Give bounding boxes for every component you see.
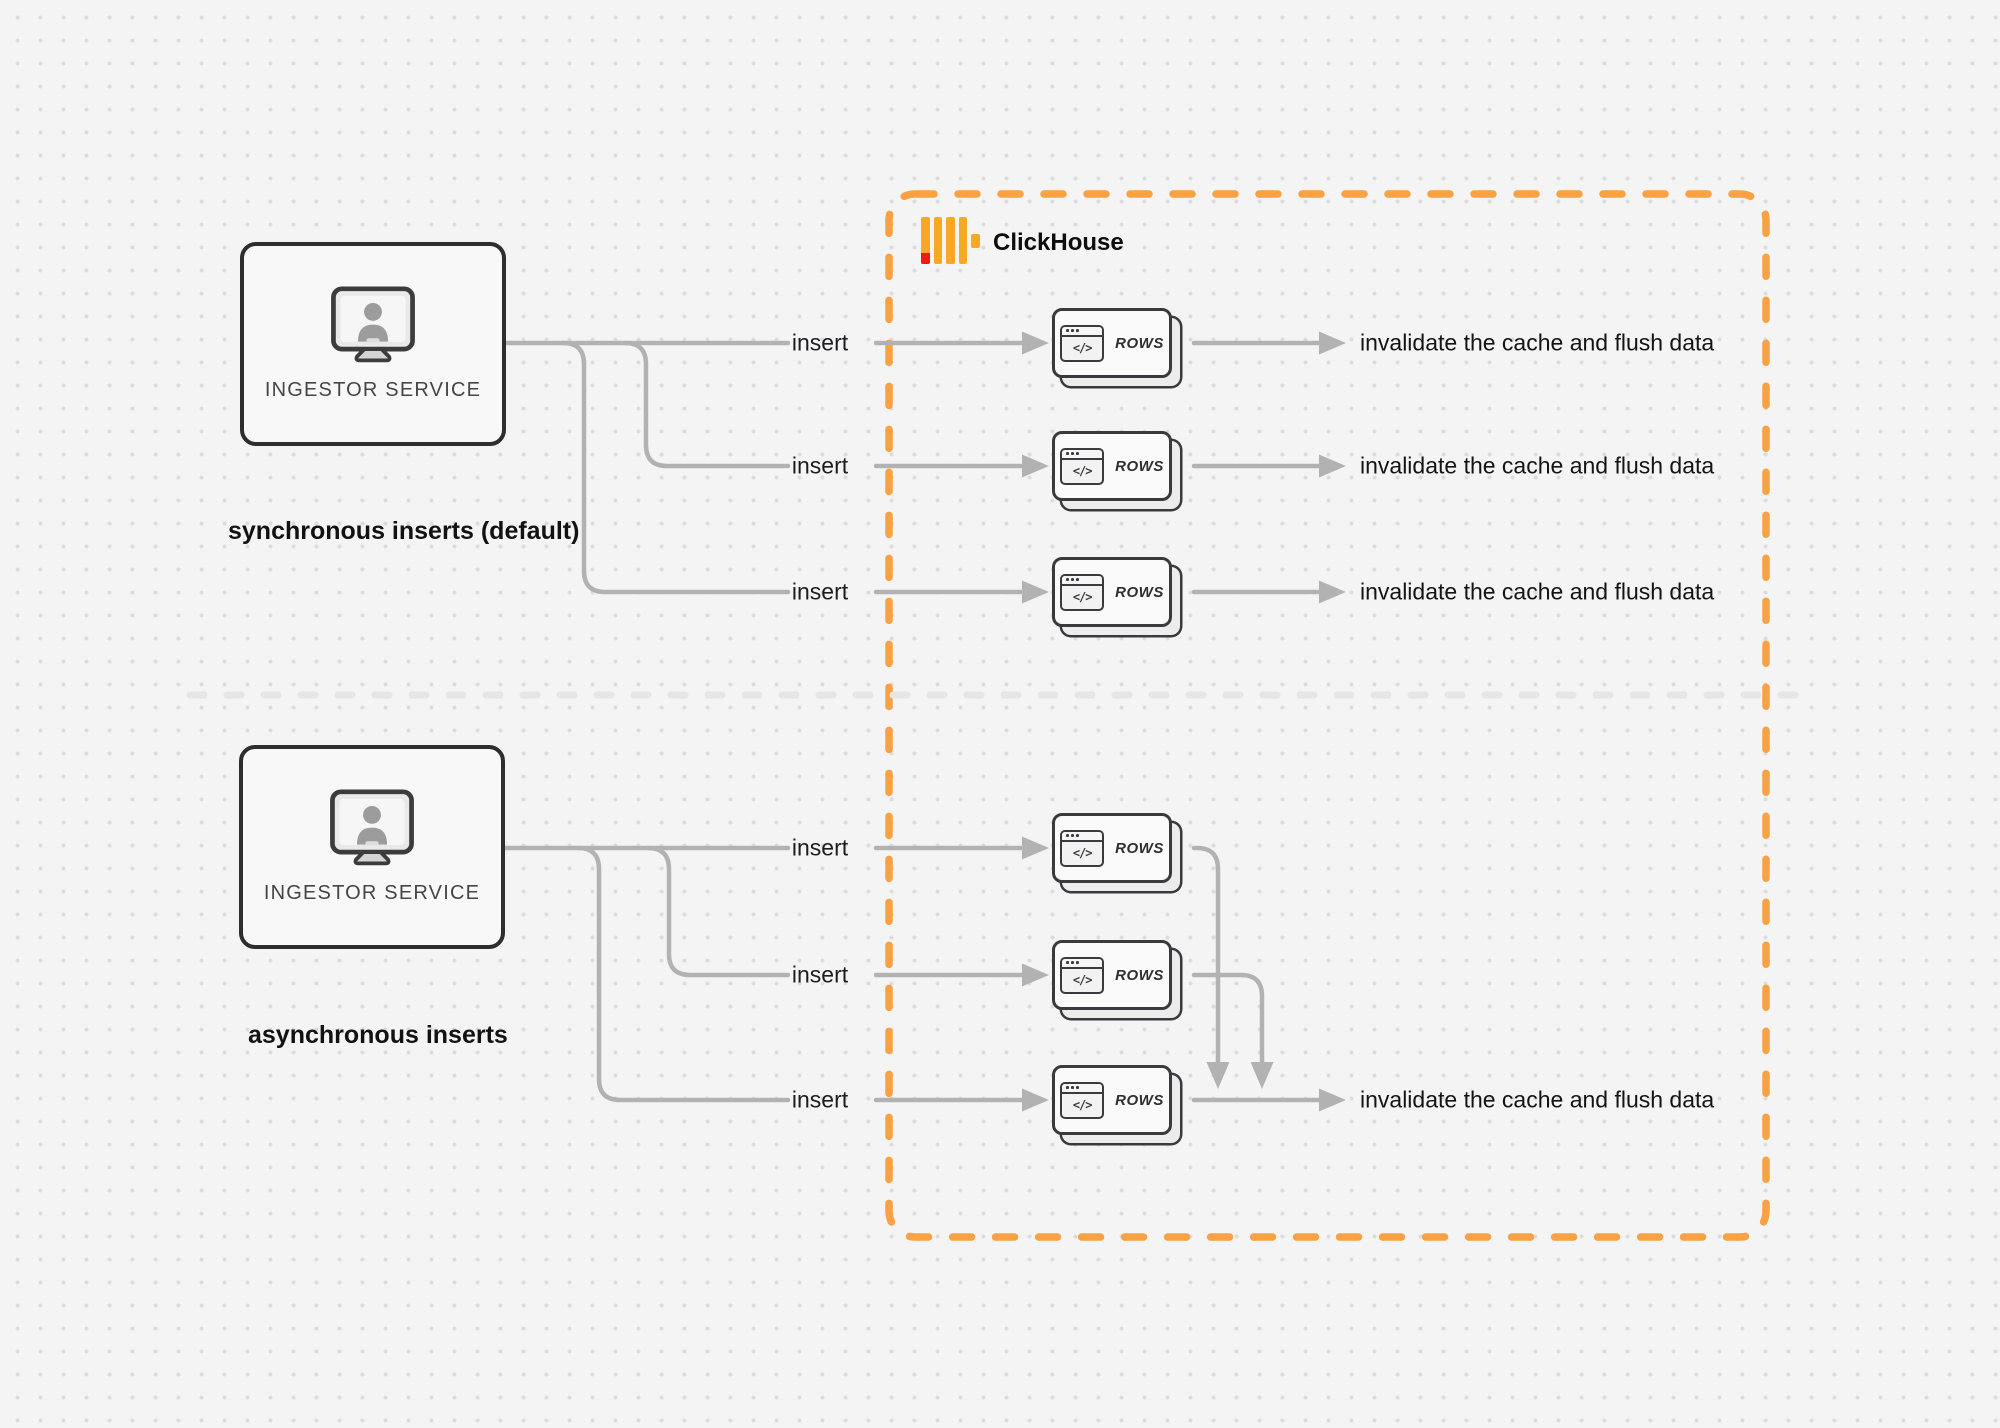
arrowhead-right-icon [1022, 331, 1049, 355]
window-dots-icon [1062, 575, 1103, 586]
insert-label: insert [791, 1086, 849, 1113]
window-dots-icon [1062, 831, 1103, 842]
window-dots-icon [1062, 1083, 1103, 1094]
arrowhead-right-icon [1319, 331, 1346, 355]
insert-label: insert [791, 578, 849, 605]
rows-node: </> ROWS [1052, 940, 1172, 1010]
code-window-icon: </> [1060, 956, 1105, 994]
insert-label: insert [791, 329, 849, 356]
arrowhead-right-icon [1319, 454, 1346, 478]
rows-node-label: ROWS [1115, 457, 1164, 475]
rows-node: </> ROWS [1052, 308, 1172, 378]
sync-wire-branch-row3 [560, 340, 791, 595]
result-label: invalidate the cache and flush data [1360, 329, 1715, 356]
ingestor-service-box-async: INGESTOR SERVICE [239, 745, 505, 949]
logo-red-accent [921, 253, 930, 264]
rows-node-label: ROWS [1115, 583, 1164, 601]
window-dots-icon [1062, 449, 1103, 460]
arrowhead-right-icon [1022, 836, 1049, 860]
code-window-icon: </> [1060, 829, 1105, 867]
ingestor-service-box-sync: INGESTOR SERVICE [240, 242, 506, 446]
logo-bar [933, 217, 942, 264]
code-window-icon: </> [1060, 1081, 1105, 1119]
user-monitor-icon [330, 789, 414, 866]
async-converge-wire-2 [1191, 972, 1265, 1065]
code-glyph: </> [1072, 1098, 1093, 1112]
rows-node-label: ROWS [1115, 839, 1164, 857]
async-wire-branch-row3 [575, 845, 791, 1103]
insert-label: insert [791, 961, 849, 988]
sync-wire-branch-row2 [622, 340, 791, 469]
rows-node-label: ROWS [1115, 334, 1164, 352]
code-glyph: </> [1072, 590, 1093, 604]
code-glyph: </> [1072, 341, 1093, 355]
rows-node: </> ROWS [1052, 813, 1172, 883]
arrowhead-right-icon [1022, 454, 1049, 478]
rows-node-label: ROWS [1115, 1091, 1164, 1109]
logo-bar [921, 217, 930, 264]
arrowhead-right-icon [1022, 963, 1049, 987]
arrowhead-right-icon [1319, 580, 1346, 604]
ingestor-service-label: INGESTOR SERVICE [264, 379, 482, 401]
insert-label: insert [791, 452, 849, 479]
code-window-icon: </> [1060, 573, 1105, 611]
arrowhead-right-icon [1319, 1088, 1346, 1112]
async-converge-wire-1 [1191, 845, 1221, 1065]
logo-bar-short [971, 233, 980, 248]
rows-node: </> ROWS [1052, 557, 1172, 627]
logo-bar [958, 217, 967, 264]
rows-node-label: ROWS [1115, 966, 1164, 984]
arrowhead-right-icon [1022, 580, 1049, 604]
ingestor-service-label: INGESTOR SERVICE [263, 882, 481, 904]
rows-node: </> ROWS [1052, 431, 1172, 501]
clickhouse-logo-icon [921, 217, 983, 264]
code-window-icon: </> [1060, 447, 1105, 485]
code-glyph: </> [1072, 846, 1093, 860]
insert-label: insert [791, 834, 849, 861]
code-window-icon: </> [1060, 324, 1105, 362]
arrowhead-down-icon [1206, 1062, 1230, 1089]
window-dots-icon [1062, 326, 1103, 337]
arrowhead-down-icon [1250, 1062, 1274, 1089]
sync-caption: synchronous inserts (default) [228, 517, 580, 545]
result-label: invalidate the cache and flush data [1360, 578, 1715, 605]
window-dots-icon [1062, 958, 1103, 969]
logo-bar [946, 217, 955, 264]
result-label: invalidate the cache and flush data [1360, 1086, 1715, 1113]
async-caption: asynchronous inserts [248, 1021, 508, 1049]
async-wire-branch-row2 [645, 845, 791, 978]
result-label: invalidate the cache and flush data [1360, 452, 1715, 479]
clickhouse-brand-label: ClickHouse [993, 229, 1124, 256]
code-glyph: </> [1072, 973, 1093, 987]
rows-node: </> ROWS [1052, 1065, 1172, 1135]
arrowhead-right-icon [1022, 1088, 1049, 1112]
user-monitor-icon [331, 286, 415, 363]
code-glyph: </> [1072, 464, 1093, 478]
